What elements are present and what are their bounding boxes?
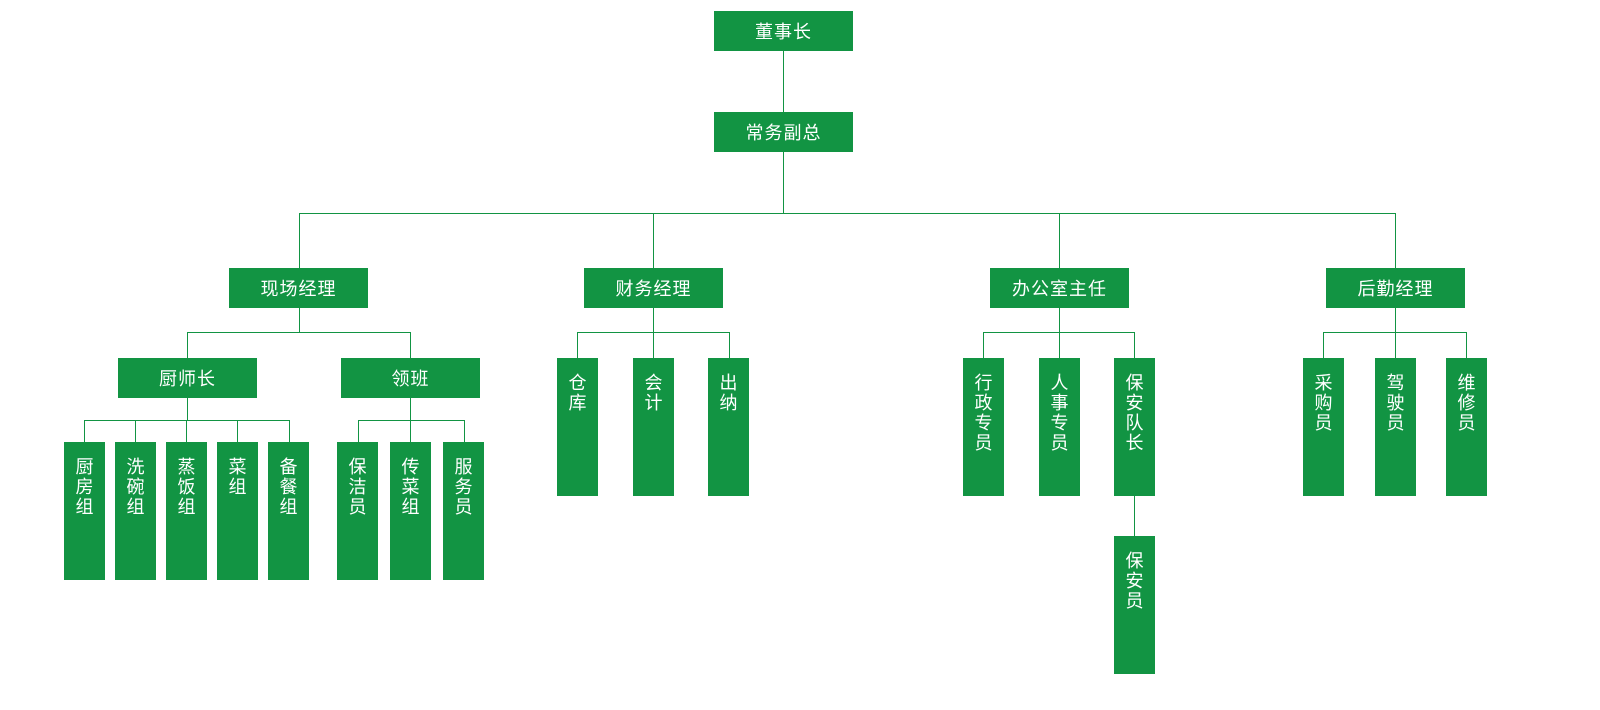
node-maintenance-worker: 维修员: [1446, 358, 1487, 496]
node-logistics-manager: 后勤经理: [1326, 268, 1465, 308]
node-label-char: 维: [1457, 373, 1476, 394]
node-label-char: 员: [454, 497, 473, 518]
node-cleaner: 保洁员: [337, 442, 378, 580]
node-label-char: 修: [1457, 393, 1476, 414]
node-chairman: 董事长: [714, 11, 853, 51]
node-office-director: 办公室主任: [990, 268, 1129, 308]
node-label-char: 服: [454, 457, 473, 478]
node-label-char: 菜: [401, 477, 420, 498]
node-label-char: 餐: [279, 477, 298, 498]
node-vegetable-group: 菜组: [217, 442, 258, 580]
node-label-char: 员: [974, 433, 993, 454]
node-site-manager: 现场经理: [229, 268, 368, 308]
node-label-char: 洁: [348, 477, 367, 498]
node-label-char: 务: [454, 477, 473, 498]
node-dishwashing-group: 洗碗组: [115, 442, 156, 580]
node-accountant: 会计: [633, 358, 674, 496]
node-kitchen-group: 厨房组: [64, 442, 105, 580]
node-finance-manager: 财务经理: [584, 268, 723, 308]
node-label-char: 员: [348, 497, 367, 518]
node-label-char: 会: [644, 373, 663, 394]
node-label-char: 人: [1050, 373, 1069, 394]
node-cashier: 出纳: [708, 358, 749, 496]
node-label-char: 纳: [719, 393, 738, 414]
node-label-char: 房: [75, 477, 94, 498]
node-label-char: 饭: [177, 477, 196, 498]
node-label-char: 计: [644, 393, 663, 414]
node-meal-prep-group: 备餐组: [268, 442, 309, 580]
node-label-char: 安: [1125, 393, 1144, 414]
node-shift-leader: 领班: [341, 358, 480, 398]
node-purchaser: 采购员: [1303, 358, 1344, 496]
node-label-char: 员: [1314, 413, 1333, 434]
node-label-char: 备: [279, 457, 298, 478]
node-label-char: 组: [177, 497, 196, 518]
node-hr-specialist: 人事专员: [1039, 358, 1080, 496]
node-label-char: 组: [401, 497, 420, 518]
node-driver: 驾驶员: [1375, 358, 1416, 496]
node-warehouse: 仓库: [557, 358, 598, 496]
node-label-char: 驾: [1386, 373, 1405, 394]
node-label-char: 组: [279, 497, 298, 518]
node-label-char: 员: [1457, 413, 1476, 434]
node-label-char: 组: [126, 497, 145, 518]
node-label-char: 库: [568, 393, 587, 414]
node-label-char: 队: [1125, 413, 1144, 434]
node-label-char: 仓: [568, 373, 587, 394]
node-label-char: 组: [228, 477, 247, 498]
node-label-char: 购: [1314, 393, 1333, 414]
node-label-char: 采: [1314, 373, 1333, 394]
node-label-char: 专: [1050, 413, 1069, 434]
node-exec-vp: 常务副总: [714, 112, 853, 152]
node-label-char: 保: [348, 457, 367, 478]
node-label-char: 行: [974, 373, 993, 394]
node-admin-specialist: 行政专员: [963, 358, 1004, 496]
node-label-char: 保: [1125, 373, 1144, 394]
node-label-char: 政: [974, 393, 993, 414]
node-dish-delivery-group: 传菜组: [390, 442, 431, 580]
node-security-guard: 保安员: [1114, 536, 1155, 674]
node-label-char: 驶: [1386, 393, 1405, 414]
node-label-char: 传: [401, 457, 420, 478]
node-rice-steaming-group: 蒸饭组: [166, 442, 207, 580]
node-head-chef: 厨师长: [118, 358, 257, 398]
node-label-char: 长: [1125, 433, 1144, 454]
node-label-char: 员: [1386, 413, 1405, 434]
node-security-captain: 保安队长: [1114, 358, 1155, 496]
node-label-char: 事: [1050, 393, 1069, 414]
node-label-char: 洗: [126, 457, 145, 478]
node-label-char: 安: [1125, 571, 1144, 592]
node-label-char: 员: [1050, 433, 1069, 454]
node-label-char: 组: [75, 497, 94, 518]
node-label-char: 员: [1125, 591, 1144, 612]
node-label-char: 厨: [75, 457, 94, 478]
node-label-char: 专: [974, 413, 993, 434]
node-label-char: 碗: [126, 477, 145, 498]
node-waiter: 服务员: [443, 442, 484, 580]
node-label-char: 蒸: [177, 457, 196, 478]
node-label-char: 菜: [228, 457, 247, 478]
node-label-char: 保: [1125, 551, 1144, 572]
node-label-char: 出: [719, 373, 738, 394]
